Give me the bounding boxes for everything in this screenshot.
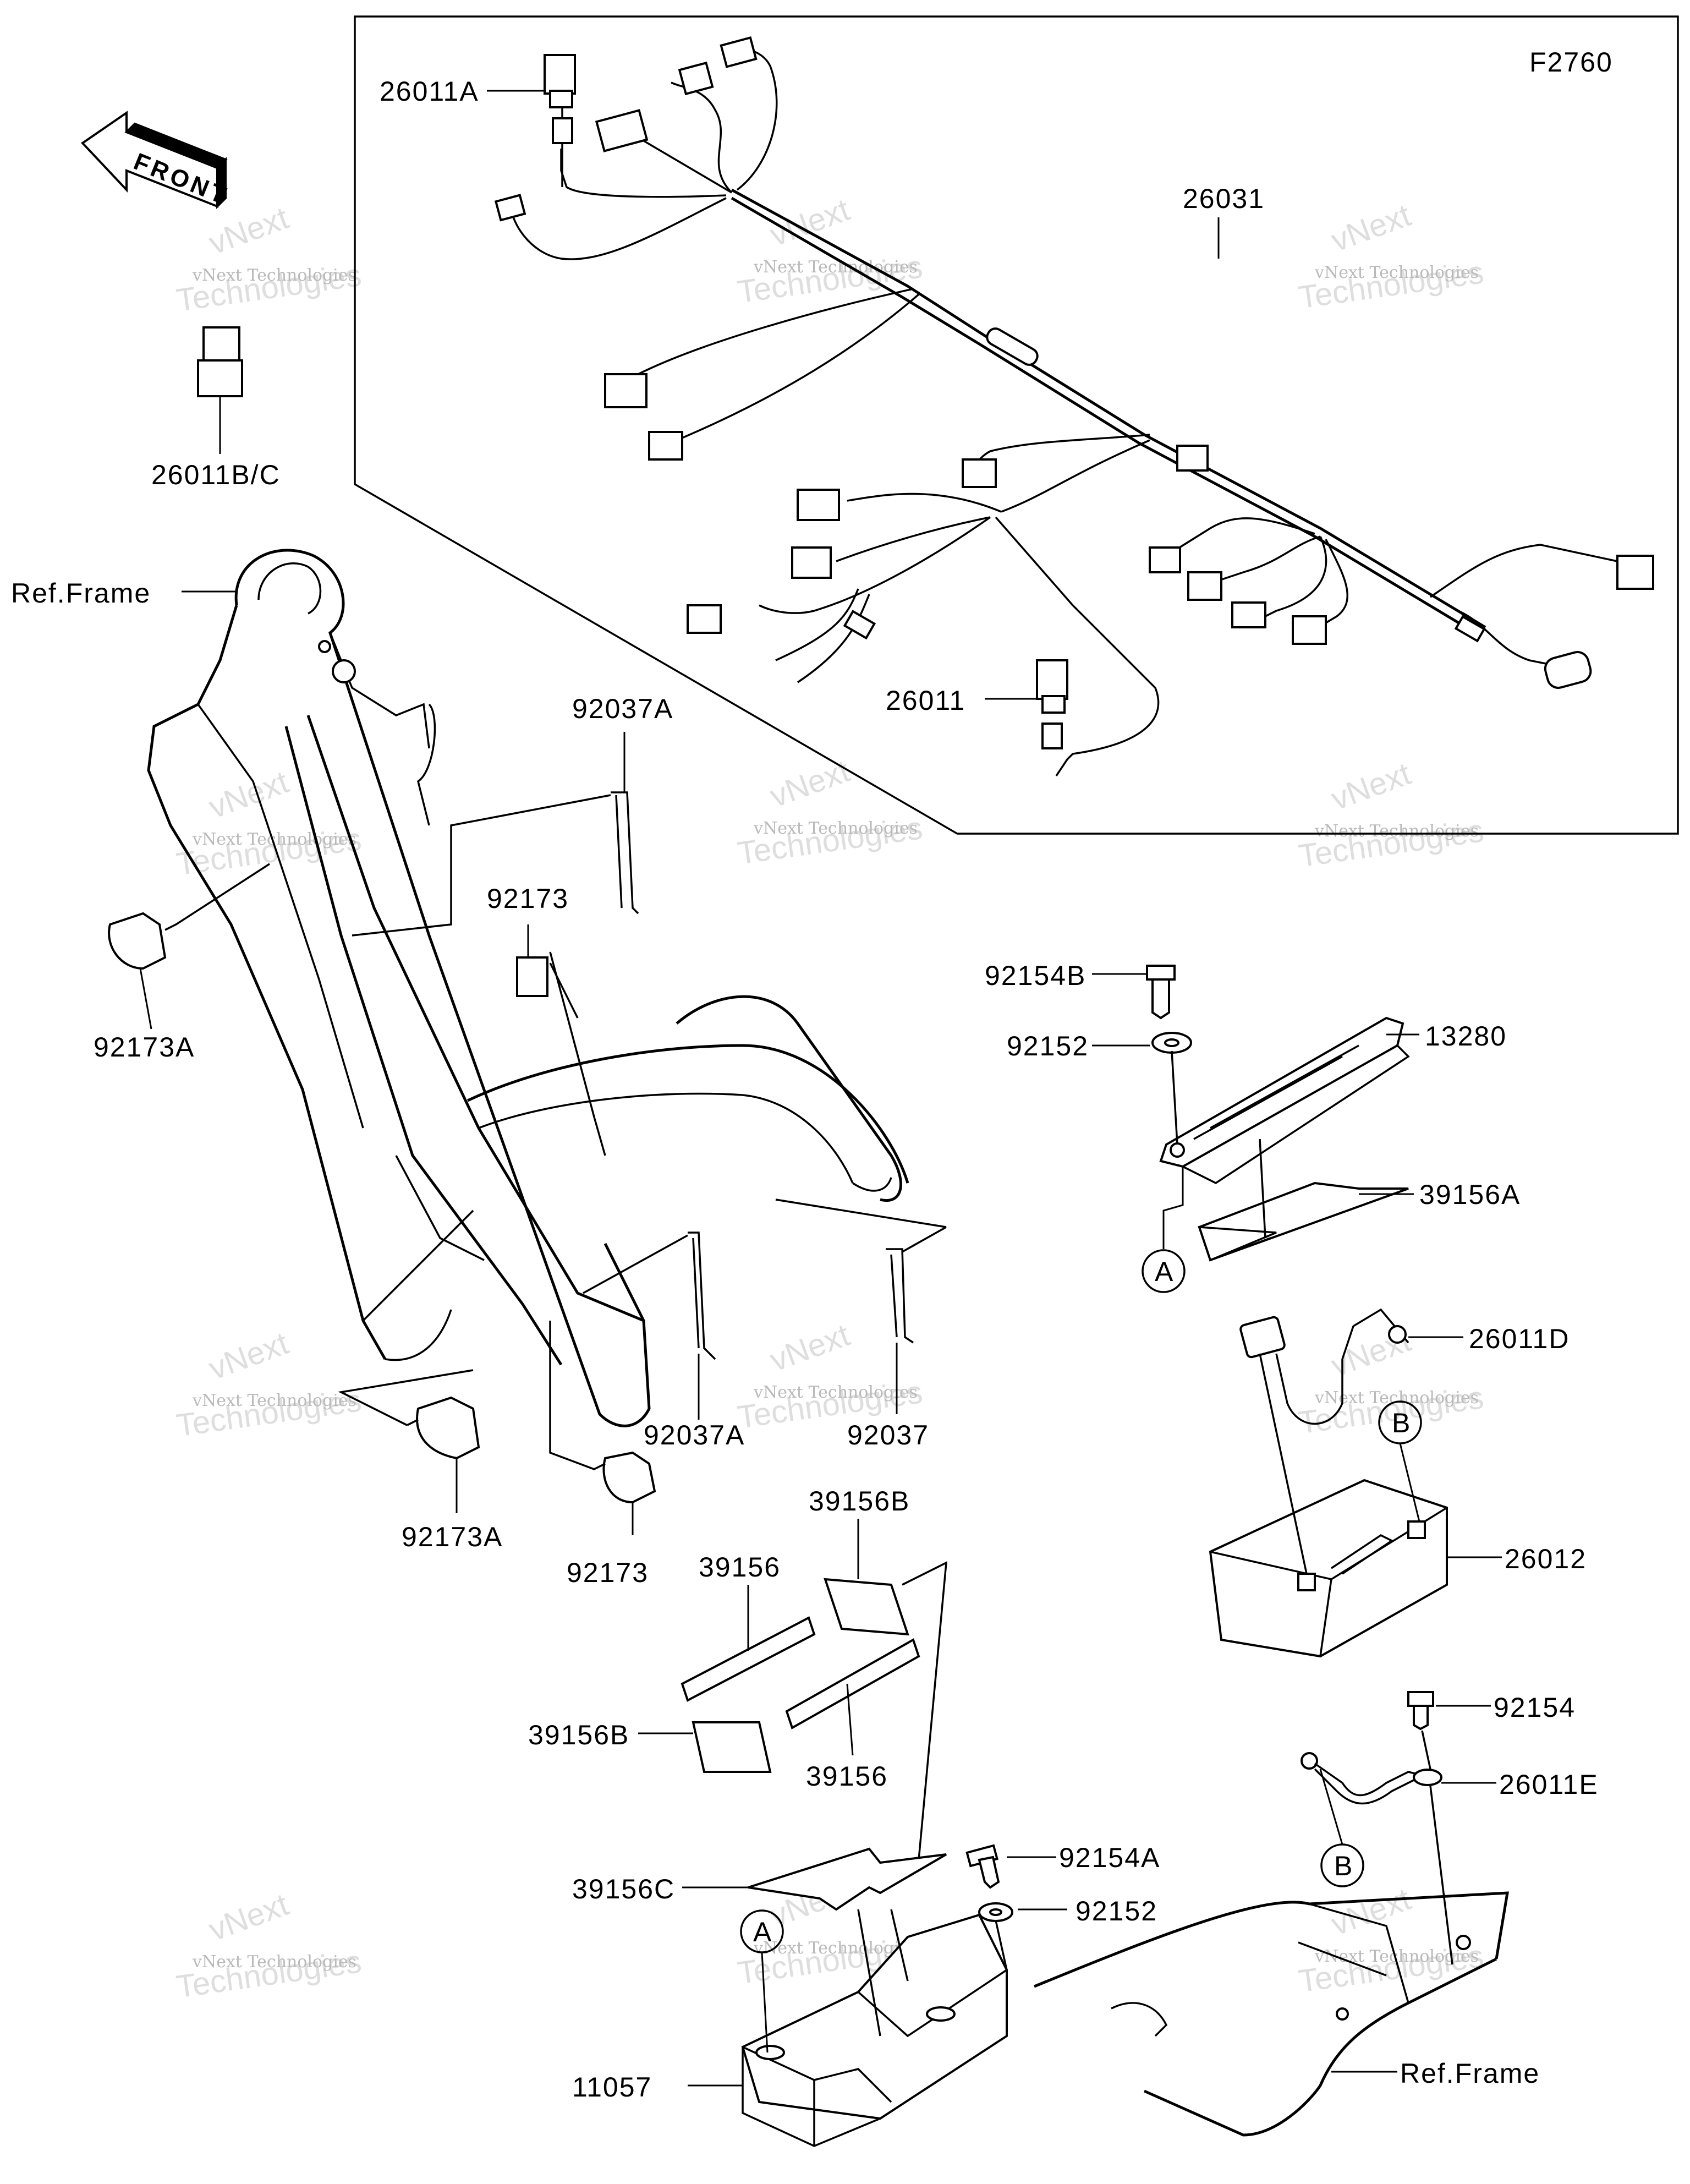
callout-A-top: A bbox=[1155, 1256, 1174, 1287]
cable-26011D bbox=[1239, 1308, 1409, 1574]
callout-circle-A-top bbox=[1142, 1249, 1186, 1293]
label-11057: 11057 bbox=[572, 2072, 652, 2103]
label-39156-top: 39156 bbox=[699, 1552, 781, 1583]
bolt-92154A bbox=[965, 1844, 1000, 1889]
label-92154: 92154 bbox=[1494, 1692, 1576, 1723]
watermark-vnext: vNext bbox=[1326, 756, 1415, 817]
watermark-text: vNext Technologies bbox=[1314, 822, 1479, 841]
relay-26011BC bbox=[197, 326, 243, 454]
watermark-vnext: vNext bbox=[765, 1317, 854, 1378]
bracket-13280 bbox=[1159, 1016, 1410, 1185]
label-ref-frame-bottom: Ref.Frame bbox=[1400, 2058, 1540, 2089]
label-92152-bottom: 92152 bbox=[1076, 1896, 1157, 1926]
band-92037A-bottom bbox=[583, 1231, 716, 1420]
pad-group-leader bbox=[902, 1561, 948, 1860]
band-92037A-top bbox=[352, 732, 639, 937]
watermark-vnext: vNext bbox=[204, 1325, 293, 1387]
pad-39156C bbox=[682, 1847, 947, 1911]
washer-92152-top bbox=[1151, 1032, 1192, 1145]
label-92037A-bottom: 92037A bbox=[644, 1420, 745, 1450]
cable-26011E bbox=[1301, 1730, 1453, 1965]
watermark-text: vNext Technologies bbox=[192, 1391, 356, 1410]
bolt-92154 bbox=[1407, 1691, 1434, 1731]
watermark-vnext: vNext bbox=[1326, 197, 1415, 259]
label-26011A: 26011A bbox=[380, 76, 479, 107]
label-26011E: 26011E bbox=[1499, 1769, 1599, 1800]
watermark-vnext: vNext bbox=[204, 764, 293, 825]
label-92173-bottom: 92173 bbox=[567, 1557, 649, 1588]
washer-92152-bottom bbox=[978, 1902, 1013, 1970]
watermark-text: vNext Technologies bbox=[753, 819, 918, 838]
relay-26011A bbox=[544, 54, 576, 187]
label-39156C: 39156C bbox=[572, 1874, 675, 1904]
watermark-vnext: vNext bbox=[204, 1886, 293, 1948]
watermark-text: vNext Technologies bbox=[753, 1383, 918, 1402]
bolt-92154B bbox=[1146, 965, 1176, 1020]
callout-B-bottom: B bbox=[1334, 1851, 1353, 1881]
label-26011: 26011 bbox=[886, 685, 965, 716]
label-92037A-top: 92037A bbox=[572, 693, 673, 724]
band-92037 bbox=[775, 1198, 947, 1414]
watermark-text: vNext Technologies bbox=[192, 1952, 356, 1972]
rear-frame-section bbox=[1034, 1891, 1509, 2137]
battery-26012 bbox=[1209, 1479, 1448, 1658]
label-39156-right: 39156 bbox=[806, 1761, 888, 1792]
callout-A-bottom: A bbox=[753, 1917, 772, 1947]
relay-26011 bbox=[1036, 659, 1068, 749]
harness-group-box bbox=[354, 15, 1679, 835]
label-39156A: 39156A bbox=[1419, 1179, 1521, 1210]
label-92173A-bottom: 92173A bbox=[402, 1521, 503, 1552]
pad-39156B-left bbox=[638, 1721, 772, 1773]
harness-connectors bbox=[494, 36, 1654, 689]
label-92154A: 92154A bbox=[1059, 1842, 1160, 1873]
label-92037: 92037 bbox=[847, 1420, 929, 1450]
watermark-vnext: vNext bbox=[204, 200, 293, 261]
clamp-92173-bottom bbox=[549, 1321, 656, 1535]
label-92152-top: 92152 bbox=[1007, 1031, 1089, 1061]
label-92173A-top: 92173A bbox=[94, 1032, 195, 1063]
label-26031: 26031 bbox=[1183, 183, 1265, 214]
watermark-text: vNext Technologies bbox=[753, 258, 918, 277]
pad-39156-top bbox=[681, 1585, 816, 1702]
clamp-92173A-top bbox=[108, 863, 270, 1030]
callout-B-top: B bbox=[1392, 1408, 1411, 1438]
main-wiring-harness bbox=[511, 48, 1618, 776]
label-39156B-top: 39156B bbox=[809, 1486, 910, 1517]
label-26012: 26012 bbox=[1505, 1543, 1587, 1574]
pad-39156B-top bbox=[824, 1519, 909, 1636]
diagram-code: F2760 bbox=[1529, 47, 1613, 78]
watermark-text: vNext Technologies bbox=[1314, 1388, 1479, 1408]
watermark-text: vNext Technologies bbox=[192, 266, 356, 285]
watermark-vnext: vNext bbox=[765, 753, 854, 814]
clamp-92173A-bottom bbox=[338, 1369, 480, 1513]
label-ref-frame-top: Ref.Frame bbox=[11, 578, 151, 609]
main-frame bbox=[147, 549, 909, 1427]
watermark-text: vNext Technologies bbox=[1314, 263, 1479, 282]
label-39156B-left: 39156B bbox=[528, 1720, 629, 1750]
label-92173-top: 92173 bbox=[487, 883, 569, 914]
front-arrow-icon: FRONT bbox=[80, 111, 233, 210]
label-13280: 13280 bbox=[1425, 1021, 1507, 1052]
label-26011BC: 26011B/C bbox=[151, 459, 281, 490]
label-26011D: 26011D bbox=[1469, 1323, 1570, 1354]
pad-39156A bbox=[1198, 1138, 1409, 1262]
clamp-92173-top bbox=[516, 924, 606, 1156]
pad-39156-right bbox=[785, 1638, 920, 1756]
label-92154B: 92154B bbox=[985, 960, 1086, 991]
